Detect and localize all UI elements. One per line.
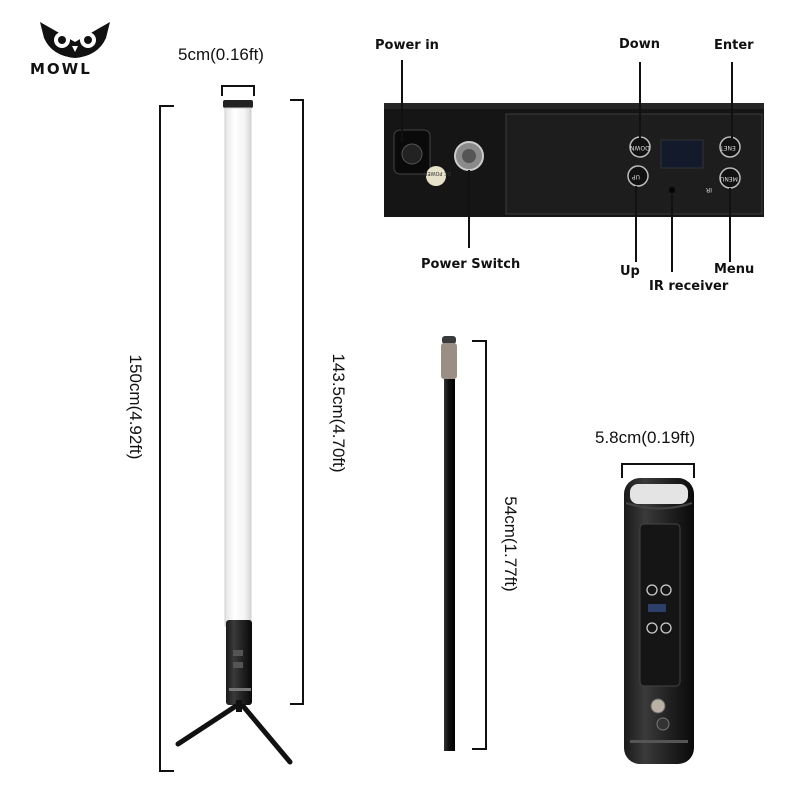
control-panel-photo (384, 103, 764, 217)
down-button-mark: DOWN (630, 144, 650, 151)
pole-length-label: 54cm(1.77ft) (501, 496, 520, 592)
enter-button-mark: ENET (720, 144, 736, 151)
menu-label: Menu (714, 262, 755, 277)
power-switch-label: Power Switch (421, 257, 521, 272)
logo-text: MOWL (30, 60, 92, 78)
tube-height-bracket (290, 99, 304, 705)
up-button-mark: UP (632, 173, 641, 180)
power-in-label: Power in (375, 38, 439, 53)
total-height-label: 150cm(4.92ft) (126, 354, 145, 460)
menu-button-mark: MENU (720, 175, 738, 182)
owl-logo-icon (40, 22, 110, 58)
pole-length-bracket (472, 340, 487, 750)
extension-pole (441, 336, 457, 751)
enter-label: Enter (714, 38, 754, 53)
callout-lines (401, 60, 733, 272)
tube-light (175, 100, 293, 765)
ir-receiver-label: IR receiver (649, 279, 729, 294)
base-width-label: 5.8cm(0.19ft) (595, 428, 696, 447)
base-closeup (624, 478, 694, 764)
down-label: Down (619, 37, 660, 52)
brand-logo: MOWL (28, 20, 123, 80)
up-label: Up (620, 264, 640, 279)
total-height-bracket (159, 105, 174, 772)
dc-power-mark: DC POWER (424, 170, 452, 176)
tube-width-label: 5cm(0.16ft) (178, 45, 264, 64)
ir-mark: IR (706, 186, 712, 193)
tube-height-label: 143.5cm(4.70ft) (329, 353, 348, 473)
tube-width-bracket (221, 85, 255, 96)
base-width-bracket (621, 463, 695, 478)
